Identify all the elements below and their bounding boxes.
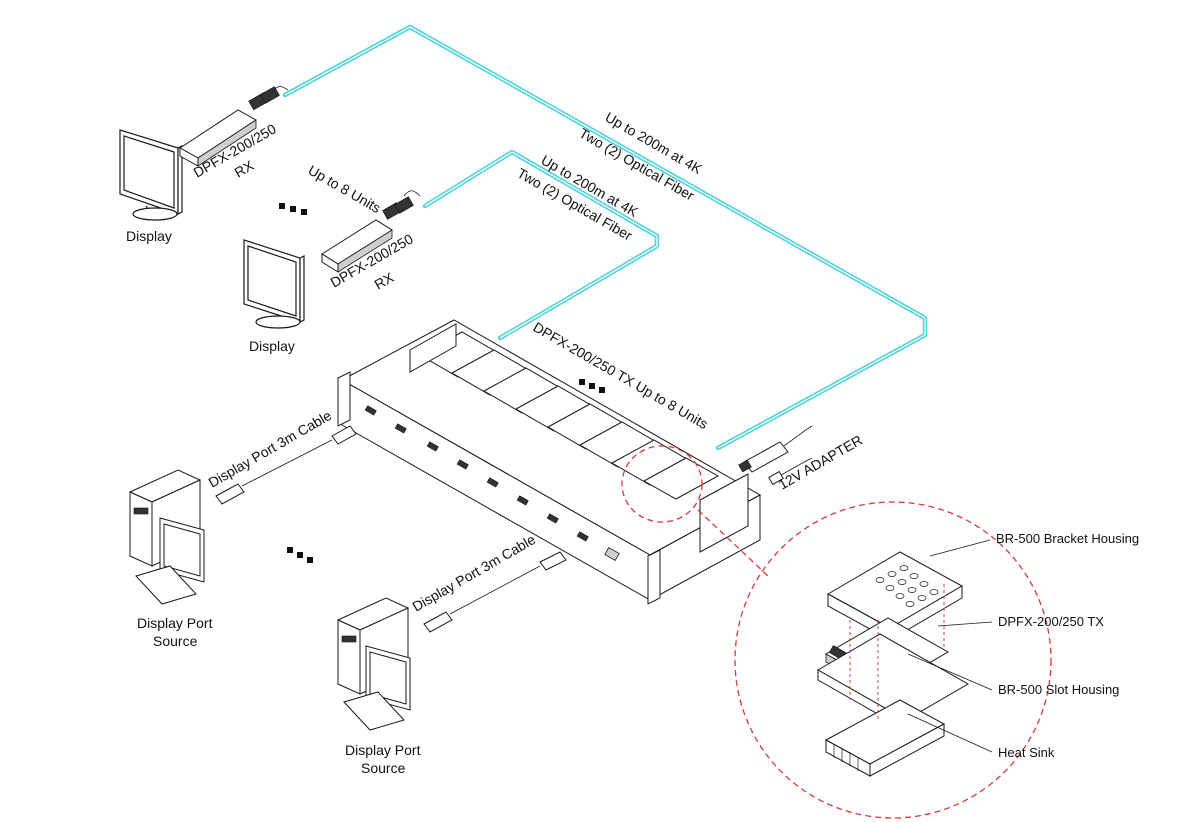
display-monitor-icon: [243, 239, 305, 329]
ellipsis-dots: [279, 203, 307, 215]
display-mid-label: Display: [249, 338, 295, 354]
source-left-line2: Source: [153, 633, 198, 649]
desktop-computer-icon: [128, 469, 205, 605]
fiber-receiver-icon: [321, 190, 421, 273]
front-ports: [364, 405, 620, 562]
fiber-cables: [282, 24, 928, 451]
up-to-8-units-rx: Up to 8 Units: [306, 162, 384, 216]
detail-small-circle: [621, 445, 703, 523]
source-left-line1: Display Port: [137, 615, 213, 631]
ellipsis-dots: [579, 379, 605, 393]
tx-modules: [418, 331, 720, 500]
power-adapter-icon: [738, 425, 813, 486]
dp-cable-top: [215, 425, 357, 505]
display-monitor-icon: [119, 129, 183, 221]
source-bottom-line1: Display Port: [345, 742, 421, 758]
detail-callout: [621, 445, 1052, 819]
detail-large-circle: [734, 501, 1052, 819]
rack-chassis-icon: [337, 319, 762, 605]
heat-sink-icon: [824, 699, 946, 777]
source-bottom-line2: Source: [361, 760, 406, 776]
display-top-label: Display: [126, 228, 172, 244]
fiber-receiver-icon: [179, 86, 289, 167]
callout-tx-label: DPFX-200/250 TX: [998, 614, 1104, 629]
adapter-label: 12V ADAPTER: [776, 432, 866, 493]
rx-top-sub: RX: [232, 157, 257, 181]
dp-cable-bottom-label: Display Port 3m Cable: [410, 531, 539, 615]
detail-leader: [697, 509, 769, 577]
callout-slot-label: BR-500 Slot Housing: [998, 682, 1119, 697]
rx-mid-sub: RX: [372, 269, 397, 293]
callout-bracket-label: BR-500 Bracket Housing: [996, 531, 1139, 546]
dp-cable-bottom: [423, 551, 567, 633]
desktop-computer-icon: [336, 597, 411, 731]
callout-heatsink-label: Heat Sink: [998, 745, 1055, 760]
ellipsis-dots: [287, 547, 313, 563]
